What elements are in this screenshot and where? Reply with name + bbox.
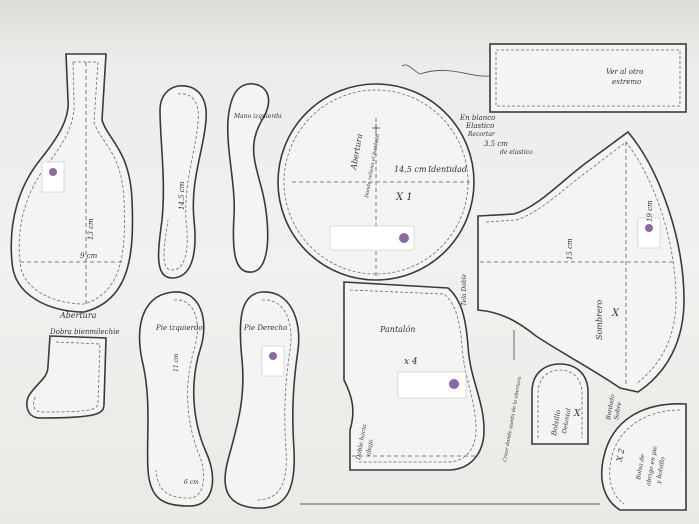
circle-x1-label: X 1 [395, 192, 413, 203]
pants-label: Pantalón [379, 325, 415, 334]
foot-length-label: 11 cm [173, 353, 180, 372]
bag-label: Bolsa de [635, 453, 647, 481]
elastico-sub-label: Recortar [467, 131, 496, 138]
hat-width-label: 15 cm [566, 238, 574, 260]
pants-piece [343, 281, 485, 471]
abertura-label: Abertura [59, 311, 97, 320]
arm-length-label: 14.5 cm [178, 181, 186, 210]
hat-label: Sombrero [595, 300, 604, 340]
boot-label: Dobra bienmilechie [49, 328, 120, 336]
ver-label: Ver al otro [606, 68, 643, 76]
logo-stamp-pants [397, 371, 467, 399]
logo-stamp-body [41, 161, 65, 193]
en-blanco-label: En blanco [459, 114, 495, 122]
de-elastico-label: de elastico [500, 149, 533, 156]
pocket-x-label: X [573, 409, 581, 419]
circle-size-label: 14,5 cm [394, 165, 427, 174]
body-piece [10, 53, 134, 313]
hand-label: Mano izquierda [233, 113, 282, 120]
bag-sub2-label: y bolsillo [655, 456, 667, 485]
foot-piece-left [138, 291, 214, 507]
elastic-strip [401, 43, 687, 113]
sobre-label: Sobre [613, 401, 623, 420]
logo-stamp-foot [261, 345, 285, 377]
left-foot-label: Pie izquierdo [155, 324, 203, 332]
logo-stamp-hat [637, 217, 661, 249]
width-label: 9 cm [80, 252, 98, 260]
bordado-label: Bordado [605, 393, 617, 421]
pocket-piece [531, 363, 589, 445]
extremo-label: extremo [612, 78, 641, 86]
pants-x4-label: x 4 [404, 357, 418, 367]
guide-note: Crear donde queda de la abertura [502, 376, 523, 462]
foot-width-label: 6 cm [184, 479, 199, 486]
hat-piece [477, 130, 685, 393]
tres-cm-label: 3.5 cm [484, 140, 508, 148]
hat-height-label: 19 cm [646, 200, 654, 222]
right-foot-label: Pie Derecho [243, 324, 287, 332]
hat-x-label: X [611, 308, 620, 319]
elastico-label: Elastico [465, 122, 494, 130]
pocket-sub-label: Delantal [561, 408, 573, 436]
circle-piece [277, 83, 475, 281]
logo-stamp-circle [329, 225, 415, 251]
abajo-label: abajo [365, 439, 375, 457]
bag-piece [600, 403, 687, 511]
bag-x2-label: X 2 [615, 448, 626, 464]
foot-piece-right [224, 291, 300, 509]
circle-id-label: Identidad [427, 165, 467, 174]
hand-piece [226, 83, 270, 273]
boot-piece [26, 335, 107, 419]
length-label: 13 cm [87, 218, 95, 240]
arm-piece-left [157, 85, 207, 279]
tela-doble-label: Tela Doble [461, 273, 468, 306]
